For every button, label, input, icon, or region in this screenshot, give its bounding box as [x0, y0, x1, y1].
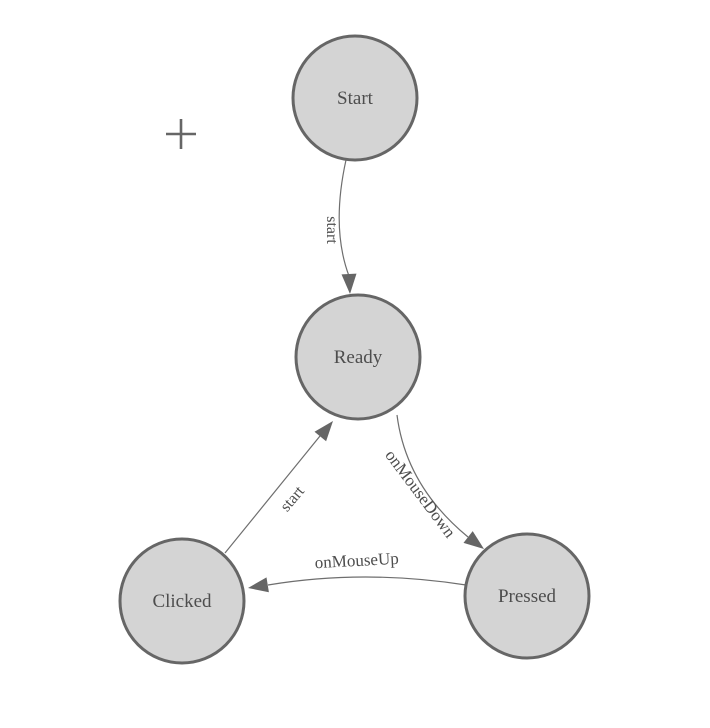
edge-label-start-ready: start	[323, 216, 340, 244]
arrowhead-icon	[341, 273, 357, 294]
edge-line	[338, 159, 350, 277]
node-start-circle	[291, 34, 419, 162]
node-ready-label: Ready	[334, 347, 383, 368]
edge-ready-to-pressed[interactable]: onMouseDown	[381, 414, 484, 549]
node-clicked-label: Clicked	[152, 591, 212, 612]
edge-start-to-ready[interactable]: start	[323, 159, 357, 294]
arrowhead-icon	[314, 421, 333, 442]
arrowhead-icon	[463, 531, 484, 549]
node-clicked-circle	[118, 537, 246, 665]
node-start[interactable]: Start	[291, 34, 419, 162]
edge-line	[396, 414, 469, 538]
edge-label-clicked-ready: start	[277, 483, 308, 515]
node-pressed[interactable]: Pressed	[463, 532, 591, 660]
edge-clicked-to-ready[interactable]: start	[224, 421, 333, 554]
edge-pressed-to-clicked[interactable]: onMouseUp	[248, 549, 467, 593]
arrowhead-icon	[248, 577, 269, 593]
edge-label-onmousedown: onMouseDown	[381, 446, 460, 542]
node-ready[interactable]: Ready	[294, 293, 422, 421]
node-pressed-circle	[463, 532, 591, 660]
node-clicked[interactable]: Clicked	[118, 537, 246, 665]
edge-label-onmouseup: onMouseUp	[314, 549, 399, 572]
crosshair-icon	[166, 119, 196, 149]
node-start-label: Start	[337, 88, 374, 109]
node-ready-circle	[294, 293, 422, 421]
edge-line	[267, 576, 467, 586]
edge-line	[224, 435, 321, 554]
node-pressed-label: Pressed	[498, 586, 557, 607]
